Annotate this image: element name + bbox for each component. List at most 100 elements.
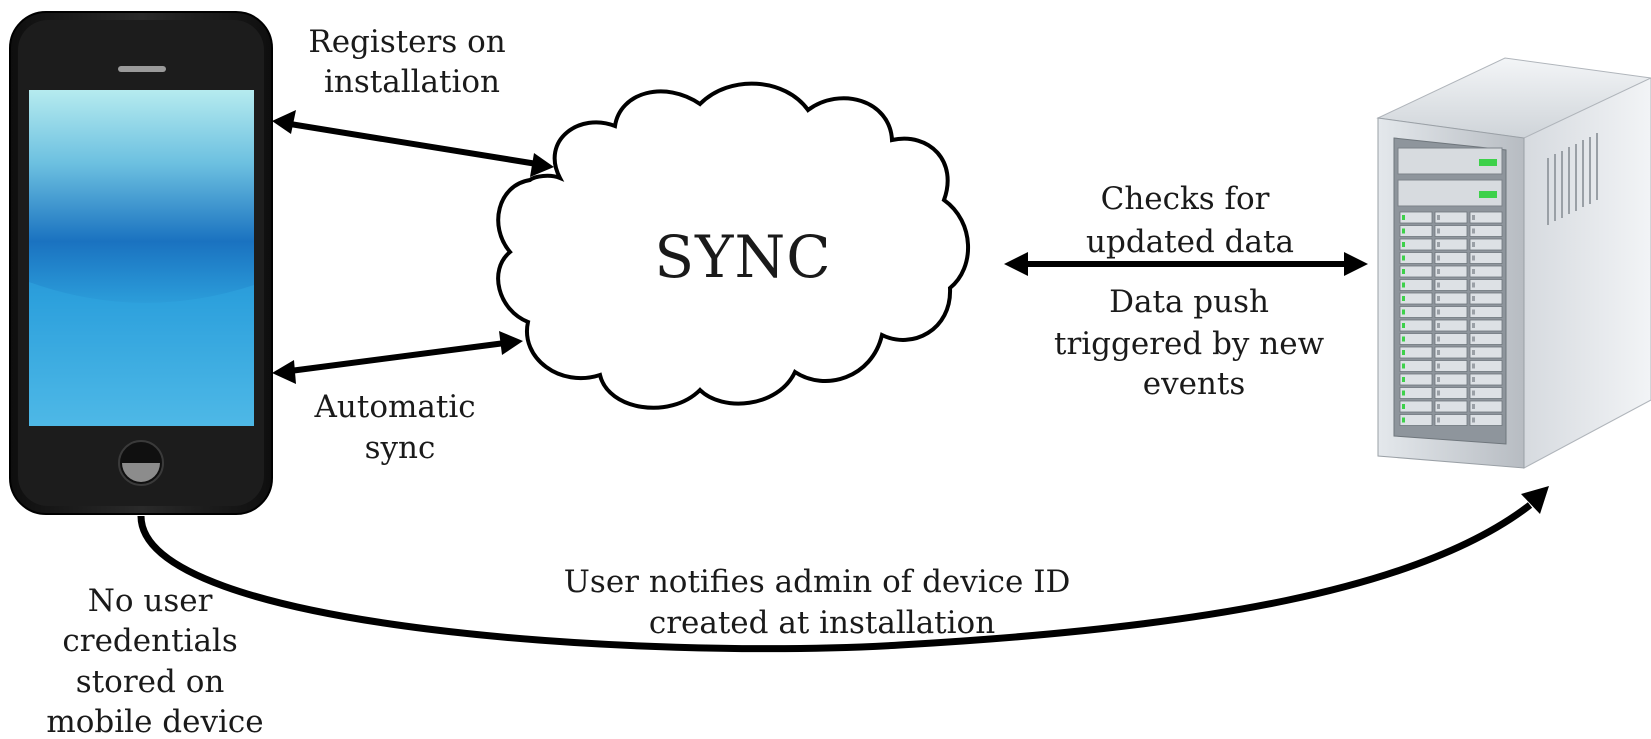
drive-led bbox=[1437, 269, 1440, 274]
drive-bay bbox=[1434, 279, 1468, 291]
drive-bay bbox=[1469, 252, 1503, 264]
drive-bay bbox=[1399, 400, 1433, 413]
drive-led bbox=[1402, 242, 1405, 247]
drive-bay bbox=[1469, 238, 1503, 251]
drive-led bbox=[1437, 296, 1440, 301]
drive-bay bbox=[1434, 292, 1468, 305]
arrow-automatic-sync bbox=[289, 340, 506, 374]
drive-bay bbox=[1399, 279, 1433, 291]
label-no-credentials: No user credentials stored on mobile dev… bbox=[46, 583, 263, 739]
drive-led bbox=[1472, 417, 1475, 423]
drive-bay bbox=[1399, 333, 1433, 345]
drive-bay bbox=[1469, 373, 1503, 386]
drive-led bbox=[1402, 269, 1405, 274]
label-user-notifies-line-2: created at installation bbox=[649, 605, 995, 641]
drive-bay bbox=[1469, 265, 1503, 278]
label-checks-updated-data: Checks for updated data bbox=[1086, 181, 1294, 260]
drive-led bbox=[1437, 228, 1440, 234]
drive-led bbox=[1402, 296, 1405, 301]
drive-led bbox=[1402, 228, 1405, 234]
drive-bay bbox=[1434, 265, 1468, 278]
drive-bay bbox=[1469, 292, 1503, 305]
drive-bay bbox=[1434, 360, 1468, 372]
label-checks-line-2: updated data bbox=[1086, 224, 1294, 260]
cloud-label: SYNC bbox=[654, 223, 831, 291]
label-no-credentials-line-2: credentials bbox=[62, 623, 237, 659]
drive-led bbox=[1402, 309, 1405, 315]
drive-led bbox=[1472, 350, 1475, 355]
server-side-vents bbox=[1547, 133, 1598, 225]
drive-bay bbox=[1469, 360, 1503, 372]
drive-bay bbox=[1434, 414, 1468, 426]
label-checks-line-1: Checks for bbox=[1101, 181, 1270, 217]
label-user-notifies-line-1: User notifies admin of device ID bbox=[564, 564, 1071, 600]
drive-led bbox=[1437, 255, 1440, 261]
drive-led bbox=[1437, 323, 1440, 328]
drive-bay bbox=[1434, 400, 1468, 413]
drive-bay bbox=[1469, 279, 1503, 291]
label-user-notifies: User notifies admin of device ID created… bbox=[564, 564, 1080, 641]
label-registers-line-1: Registers on bbox=[308, 24, 505, 60]
drive-led bbox=[1472, 282, 1475, 288]
arrowhead-cloud-server-left bbox=[1004, 252, 1028, 276]
label-no-credentials-line-4: mobile device bbox=[46, 704, 263, 739]
drive-bay bbox=[1399, 265, 1433, 278]
arrowhead-sync-right bbox=[499, 331, 523, 355]
drive-bay bbox=[1469, 306, 1503, 318]
drive-led bbox=[1402, 255, 1405, 261]
drive-led bbox=[1472, 377, 1475, 382]
label-data-push-line-2: triggered by new bbox=[1054, 326, 1325, 362]
drive-led bbox=[1472, 309, 1475, 315]
drive-led bbox=[1437, 417, 1440, 423]
drive-bay bbox=[1434, 387, 1468, 399]
drive-bay bbox=[1399, 292, 1433, 305]
drive-led bbox=[1402, 404, 1405, 409]
drive-bay bbox=[1434, 373, 1468, 386]
connectors bbox=[137, 110, 1549, 653]
label-data-push-line-1: Data push bbox=[1109, 284, 1269, 320]
arrow-registers bbox=[289, 121, 538, 167]
arrowhead-registers-left bbox=[272, 110, 296, 134]
label-automatic-sync: Automatic sync bbox=[314, 389, 486, 466]
drive-bay bbox=[1434, 333, 1468, 345]
drive-led bbox=[1437, 309, 1440, 315]
drive-led bbox=[1472, 363, 1475, 369]
drive-led bbox=[1437, 363, 1440, 369]
drive-bay bbox=[1399, 319, 1433, 332]
label-no-credentials-line-1: No user bbox=[88, 583, 213, 619]
drive-led bbox=[1472, 242, 1475, 247]
drive-led bbox=[1402, 363, 1405, 369]
arrow-user-notifies bbox=[137, 502, 1533, 653]
drive-led bbox=[1402, 323, 1405, 328]
drive-bay bbox=[1399, 414, 1433, 426]
drive-bay bbox=[1434, 211, 1468, 224]
drive-bay bbox=[1469, 414, 1503, 426]
drive-bay bbox=[1469, 333, 1503, 345]
drive-led bbox=[1402, 377, 1405, 382]
drive-led bbox=[1437, 215, 1440, 220]
drive-led bbox=[1472, 390, 1475, 396]
label-data-push: Data push triggered by new events bbox=[1054, 284, 1334, 402]
drive-bay bbox=[1434, 238, 1468, 251]
drive-bay bbox=[1399, 238, 1433, 251]
drive-bay bbox=[1434, 225, 1468, 237]
drive-bay bbox=[1469, 387, 1503, 399]
arrowhead-user-notifies bbox=[1521, 486, 1549, 514]
label-automatic-sync-line-2: sync bbox=[365, 430, 436, 466]
drive-bay bbox=[1469, 211, 1503, 224]
label-no-credentials-line-3: stored on bbox=[76, 664, 225, 700]
drive-led bbox=[1472, 215, 1475, 220]
drive-bay bbox=[1469, 225, 1503, 237]
arrowhead-registers-right bbox=[530, 153, 554, 177]
drive-bay bbox=[1469, 346, 1503, 359]
drive-led bbox=[1437, 282, 1440, 288]
drive-bay bbox=[1399, 306, 1433, 318]
drive-bay bbox=[1434, 306, 1468, 318]
drive-bay bbox=[1399, 225, 1433, 237]
arrowhead-sync-left bbox=[272, 360, 296, 384]
drive-led bbox=[1402, 336, 1405, 342]
drive-bay bbox=[1399, 373, 1433, 386]
label-automatic-sync-line-1: Automatic bbox=[314, 389, 476, 425]
label-data-push-line-3: events bbox=[1143, 366, 1246, 402]
